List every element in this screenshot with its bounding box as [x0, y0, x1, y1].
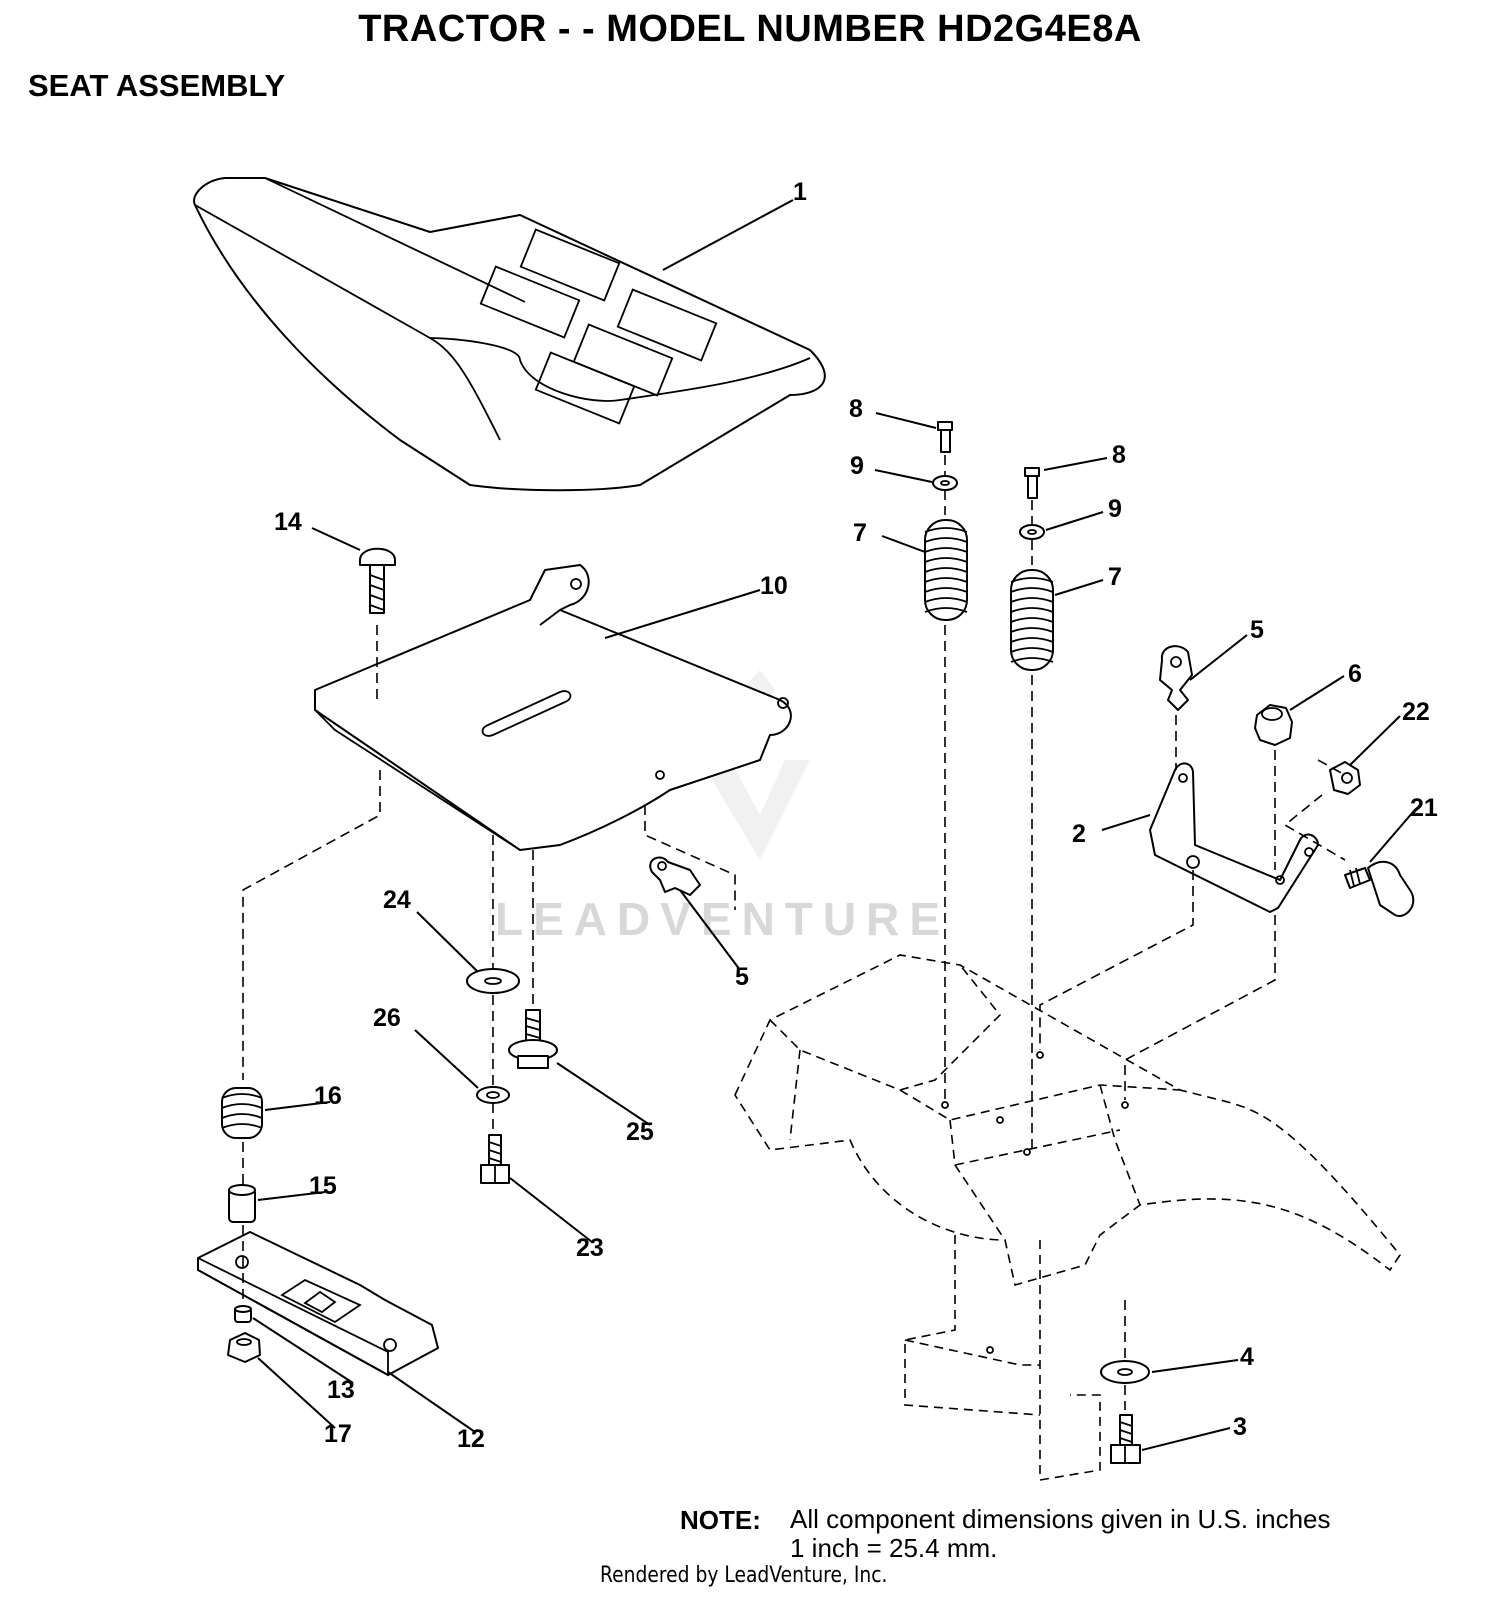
part-23-hex-bolt[interactable] [480, 1134, 510, 1184]
part-14-carriage-bolt[interactable] [359, 547, 396, 614]
callout-26: 26 [373, 1004, 401, 1032]
callout-6: 6 [1348, 660, 1362, 688]
part-9-washer-right[interactable] [1019, 524, 1045, 540]
callout-17: 17 [324, 1420, 352, 1448]
callout-1: 1 [793, 178, 807, 206]
callout-16: 16 [314, 1082, 342, 1110]
part-15-bushing[interactable] [228, 1184, 256, 1223]
callout-5-upper: 5 [1250, 616, 1264, 644]
callout-13: 13 [327, 1376, 355, 1404]
callout-2: 2 [1072, 820, 1086, 848]
part-16-spring[interactable] [221, 1087, 263, 1139]
callout-5-lower: 5 [735, 963, 749, 991]
render-credit: Rendered by LeadVenture, Inc. [600, 1563, 888, 1588]
callout-10: 10 [760, 572, 788, 600]
part-12-plate-bracket[interactable] [197, 1231, 439, 1377]
part-25-flange-bolt[interactable] [508, 1009, 558, 1069]
part-5-clip-upper[interactable] [1159, 645, 1193, 711]
callout-14: 14 [274, 508, 302, 536]
note-line-1: All component dimensions given in U.S. i… [790, 1504, 1331, 1534]
callout-25: 25 [626, 1118, 654, 1146]
callout-7-left: 7 [853, 519, 867, 547]
part-1-seat-cushion[interactable] [193, 177, 826, 492]
callout-9-left: 9 [850, 452, 864, 480]
part-7-spring-left[interactable] [924, 519, 968, 621]
callout-23: 23 [576, 1234, 604, 1262]
part-2-bracket[interactable] [1149, 762, 1319, 913]
callout-labels: 1 8 8 9 9 7 7 14 10 5 5 6 22 2 21 24 26 … [274, 178, 1438, 1453]
part-24-washer[interactable] [466, 968, 520, 994]
part-5-clip-lower[interactable] [649, 856, 701, 896]
callout-9-right: 9 [1108, 495, 1122, 523]
callout-7-right: 7 [1108, 563, 1122, 591]
callout-8-right: 8 [1112, 441, 1126, 469]
leader-lines [252, 199, 1414, 1451]
callout-4: 4 [1240, 1343, 1254, 1371]
part-10-seat-pan[interactable] [314, 564, 792, 851]
dimension-note: NOTE: All component dimensions given in U… [680, 1505, 1331, 1563]
tractor-frame-reference [734, 954, 1401, 1481]
callout-15: 15 [309, 1172, 337, 1200]
part-26-lock-washer[interactable] [476, 1086, 510, 1104]
section-title: SEAT ASSEMBLY [28, 68, 286, 103]
part-13-spacer[interactable] [234, 1305, 252, 1323]
watermark-text: LEADVENTURE [495, 893, 950, 945]
part-6-lock-nut[interactable] [1254, 704, 1293, 746]
part-4-washer[interactable] [1100, 1360, 1150, 1384]
assembly-lines [242, 455, 1346, 1410]
part-22-nut[interactable] [1329, 761, 1361, 795]
part-8-bolt-right[interactable] [1024, 467, 1040, 499]
part-3-hex-bolt[interactable] [1110, 1414, 1141, 1464]
part-7-spring-right[interactable] [1010, 569, 1054, 671]
note-label: NOTE: [680, 1505, 761, 1535]
part-21-shoulder-bolt[interactable] [1344, 860, 1415, 917]
part-8-bolt-left[interactable] [937, 421, 953, 453]
callout-3: 3 [1233, 1413, 1247, 1441]
callout-8-left: 8 [849, 395, 863, 423]
part-17-flange-nut[interactable] [227, 1332, 261, 1363]
callout-12: 12 [457, 1425, 485, 1453]
part-9-washer-left[interactable] [932, 475, 958, 491]
note-line-2: 1 inch = 25.4 mm. [790, 1533, 998, 1563]
callout-21: 21 [1410, 794, 1438, 822]
page-title: TRACTOR - - MODEL NUMBER HD2G4E8A [358, 8, 1142, 50]
callout-22: 22 [1402, 698, 1430, 726]
note-text: All component dimensions given in U.S. i… [790, 1505, 1331, 1563]
callout-24: 24 [383, 886, 411, 914]
